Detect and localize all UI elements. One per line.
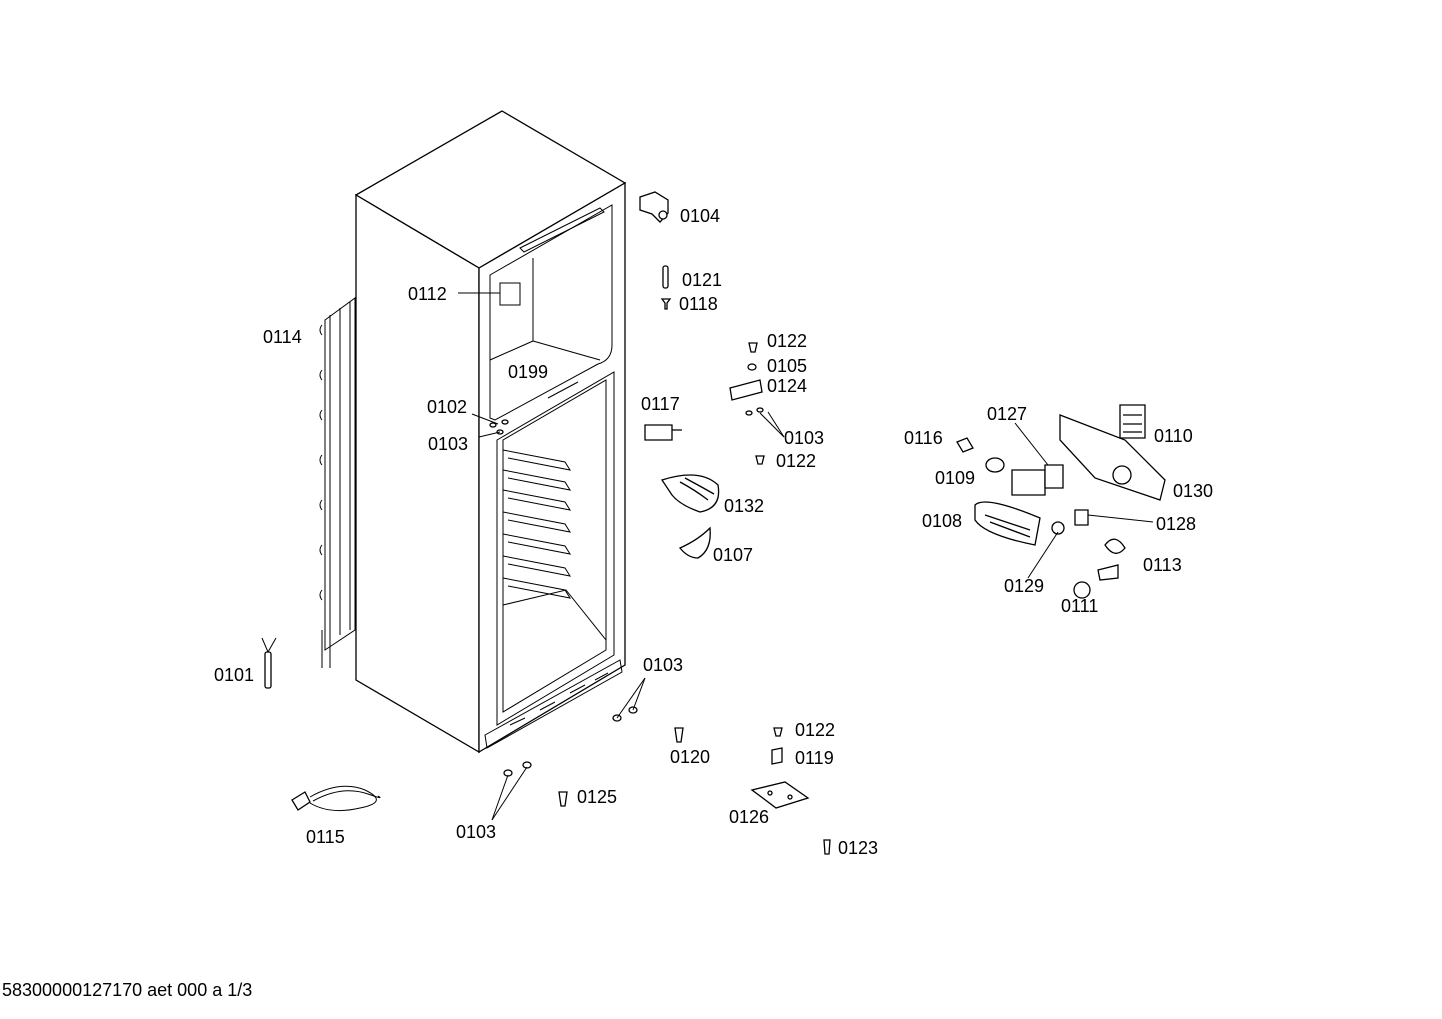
lamp-holder-0116: [956, 437, 974, 453]
label-0130: 0130: [1173, 481, 1213, 501]
duct-0130: [1059, 414, 1166, 501]
label-0107: 0107: [713, 545, 753, 565]
label-0124: 0124: [767, 376, 807, 396]
label-0123: 0123: [838, 838, 878, 858]
hinge-0104: [639, 191, 669, 223]
label-0115: 0115: [306, 827, 345, 847]
screw-0122-low: [773, 727, 783, 737]
louvre-0110: [1119, 404, 1146, 439]
label-0116: 0116: [904, 428, 943, 448]
capacitor-0101: [261, 637, 277, 689]
label-0199: 0199: [508, 362, 548, 382]
label-0122-c: 0122: [795, 720, 835, 740]
condenser-0114: [319, 297, 356, 668]
cover-0107: [678, 526, 711, 559]
screw-0125: [558, 791, 568, 807]
screw-0122-mid: [755, 455, 765, 465]
label-plate-0112: [499, 282, 521, 306]
washer-0105: [747, 363, 757, 371]
fridge-compartment: [484, 371, 623, 749]
ring-0109: [985, 457, 1005, 473]
label-0129: 0129: [1004, 576, 1044, 596]
plate-0126: [750, 781, 810, 809]
label-0109: 0109: [935, 468, 975, 488]
label-0122-a: 0122: [767, 331, 807, 351]
label-0103-b: 0103: [428, 434, 468, 454]
label-0103-a: 0103: [784, 428, 824, 448]
part-labels: 0104 0121 0118 0112 0114 0199 0122 0105 …: [214, 206, 1213, 858]
lamp-cover-0108: [974, 501, 1041, 546]
bulb-0111: [1073, 581, 1091, 599]
label-0118: 0118: [679, 294, 718, 314]
fan-cover-0132: [660, 474, 720, 513]
switch-0117: [644, 424, 682, 441]
pin-0121: [662, 265, 669, 289]
label-0110: 0110: [1154, 426, 1193, 446]
label-0117: 0117: [641, 394, 680, 414]
bracket-0124: [729, 379, 763, 401]
label-0102: 0102: [427, 397, 467, 417]
label-0113: 0113: [1143, 555, 1182, 575]
label-0108: 0108: [922, 511, 962, 531]
motor-0127: [1011, 464, 1064, 496]
label-0104: 0104: [680, 206, 720, 226]
label-0103-c: 0103: [643, 655, 683, 675]
screws-0103-upper: [745, 407, 764, 416]
label-0122-b: 0122: [776, 451, 816, 471]
clip-0119: [771, 747, 783, 765]
screw-0118: [660, 298, 672, 310]
label-0126: 0126: [729, 807, 769, 827]
label-0120: 0120: [670, 747, 710, 767]
label-0103-d: 0103: [456, 822, 496, 842]
socket-0128: [1074, 509, 1089, 526]
label-0128: 0128: [1156, 514, 1196, 534]
label-0112: 0112: [408, 284, 447, 304]
sensor-0113: [1097, 538, 1126, 581]
label-0121: 0121: [682, 270, 722, 290]
thermostat-0102: [489, 419, 509, 428]
screw-0123: [823, 839, 831, 855]
label-0114: 0114: [263, 327, 302, 347]
label-0105: 0105: [767, 356, 807, 376]
label-0119: 0119: [795, 748, 834, 768]
screw-0122-top: [748, 342, 758, 353]
leader-lines: [458, 292, 1154, 821]
label-0101: 0101: [214, 665, 254, 685]
label-0111: 0111: [1061, 596, 1098, 616]
label-0127: 0127: [987, 404, 1027, 424]
freezer-compartment: [489, 204, 613, 421]
refrigerator-cabinet: [354, 110, 627, 754]
screw-0120: [674, 727, 684, 743]
document-reference: 58300000127170 aet 000 a 1/3: [2, 980, 253, 1000]
power-cord-0115: [291, 785, 381, 812]
label-0125: 0125: [577, 787, 617, 807]
bulb-0129: [1051, 521, 1065, 535]
label-0132: 0132: [724, 496, 764, 516]
